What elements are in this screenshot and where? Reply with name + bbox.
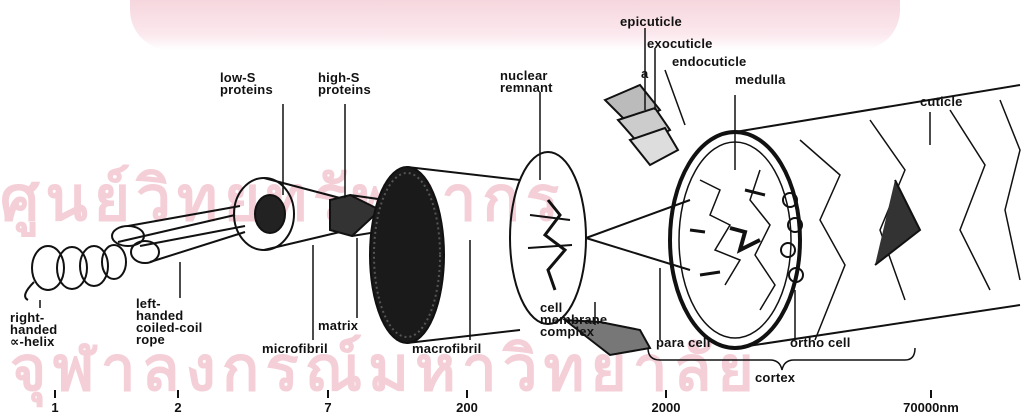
macrofibril-disc (370, 167, 520, 343)
microfibril-ring (234, 178, 340, 250)
label-microfibril: microfibril (262, 343, 328, 355)
scale-tick-1: 1 (47, 390, 63, 415)
cuticle-cylinder (735, 85, 1020, 348)
label-medulla: medulla (735, 74, 786, 86)
cuticle-scales (605, 85, 678, 165)
label-endocuticle: endocuticle (672, 56, 746, 68)
label-right-handed-helix: right- handed ∝-helix (10, 312, 57, 348)
label-a: a (641, 68, 648, 80)
label-epicuticle: epicuticle (620, 16, 682, 28)
scale-tick-7: 7 (320, 390, 336, 415)
scale-tick-200: 200 (450, 390, 484, 415)
label-para-cell: para cell (656, 337, 711, 349)
label-left-handed-rope: left- handed coiled-coil rope (136, 298, 203, 346)
label-cuticle: cuticle (920, 96, 963, 108)
label-macrofibril: macrofibril (412, 343, 481, 355)
label-cell-membrane-complex: cell membrane complex (540, 302, 607, 338)
label-ortho-cell: ortho cell (790, 337, 851, 349)
coiled-coil-rope (112, 206, 245, 263)
label-cortex: cortex (755, 372, 795, 384)
label-low-s-proteins: low-S proteins (220, 72, 273, 96)
label-exocuticle: exocuticle (647, 38, 713, 50)
scale-tick-2000: 2000 (644, 390, 688, 415)
label-nuclear-remnant: nuclear remnant (500, 70, 553, 94)
label-high-s-proteins: high-S proteins (318, 72, 371, 96)
scale-tick-2: 2 (170, 390, 186, 415)
alpha-helix-coil (25, 245, 126, 300)
scale-tick-70000nm: 70000nm (892, 390, 970, 415)
label-matrix: matrix (318, 320, 358, 332)
cortex-cross-section (670, 132, 803, 348)
